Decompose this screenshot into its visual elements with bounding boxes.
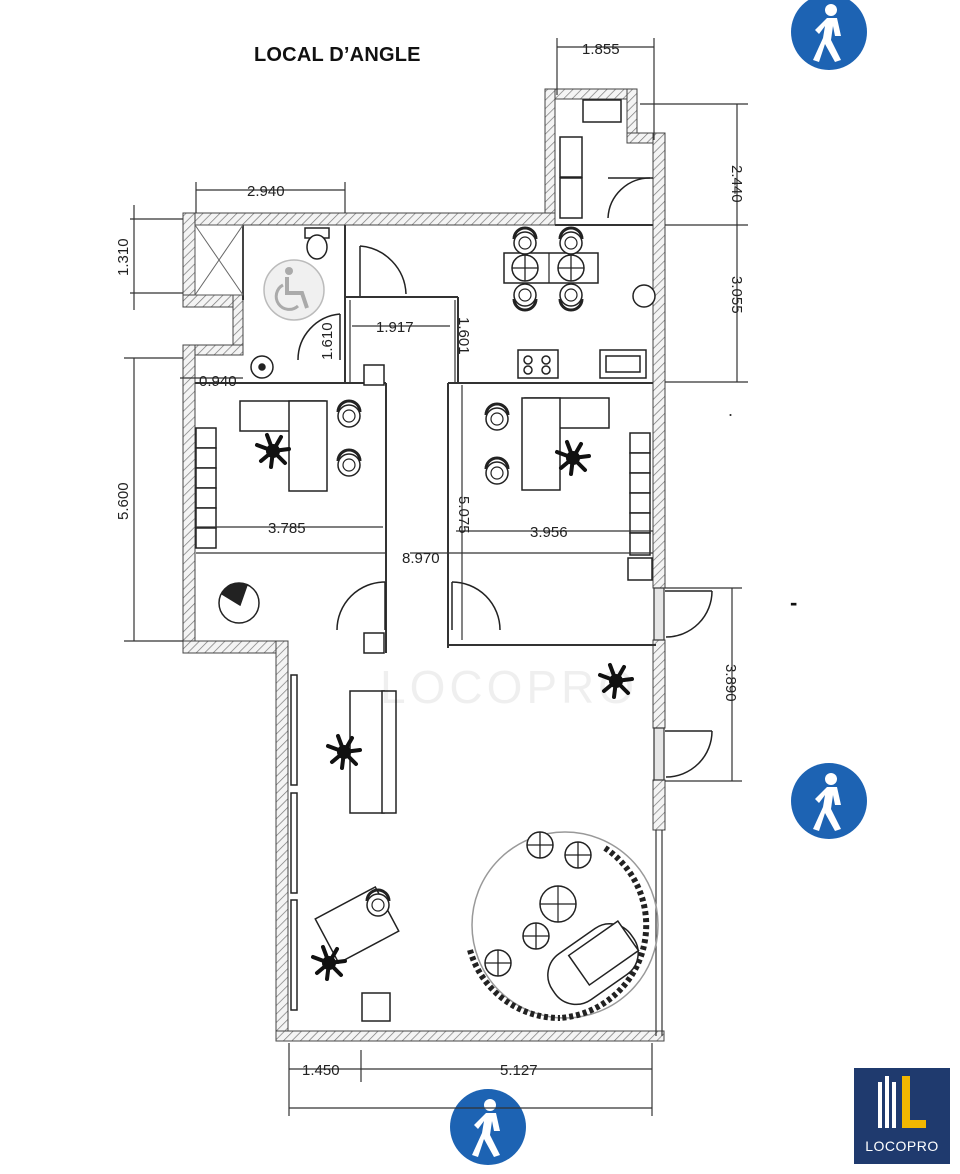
dim-sink-width: 0.940 xyxy=(199,373,237,390)
chair xyxy=(365,888,391,918)
office-right-furniture xyxy=(521,397,653,581)
page-title: LOCAL D’ANGLE xyxy=(254,44,421,66)
locopro-logo: LOCOPRO xyxy=(854,1068,950,1164)
dim-corridor-right: 1.601 xyxy=(455,317,472,355)
columns xyxy=(363,364,385,654)
shower xyxy=(194,224,244,296)
sink xyxy=(250,355,274,379)
dim-office-left-height: 5.600 xyxy=(115,482,132,520)
dimension-lines xyxy=(124,38,748,1116)
shopfront-glazing xyxy=(653,587,665,1036)
chair xyxy=(484,402,510,432)
round-table xyxy=(632,284,656,308)
meeting-table xyxy=(503,226,599,312)
dot-marker: . xyxy=(728,400,734,420)
chair xyxy=(336,399,362,429)
pedestrian-icon xyxy=(791,0,867,70)
toilet xyxy=(304,227,330,260)
dim-corridor-width: 1.917 xyxy=(376,319,414,336)
dim-kitchen-height: 3.055 xyxy=(728,276,745,314)
dash-marker: - xyxy=(790,590,798,615)
plant-icon xyxy=(555,440,591,476)
outer-walls xyxy=(182,88,666,1042)
kitchen-counter xyxy=(517,349,647,379)
dim-annex-height: 2.440 xyxy=(728,165,745,203)
dim-wc-height: 1.310 xyxy=(115,238,132,276)
dim-wc-width: 2.940 xyxy=(247,183,285,200)
doors xyxy=(297,177,713,778)
wheelchair-icon xyxy=(263,259,325,321)
lounge-area xyxy=(467,831,659,1022)
chair xyxy=(484,456,510,486)
pedestrian-icon xyxy=(791,763,867,839)
armchair xyxy=(218,582,260,624)
office-left-furniture xyxy=(195,400,328,549)
dim-office-left-width: 3.785 xyxy=(268,520,306,537)
watermark: LOCOPRO xyxy=(380,661,639,713)
dim-overall-width: 8.970 xyxy=(402,550,440,567)
storage-cabinets xyxy=(559,99,622,219)
dim-bottom-right: 5.127 xyxy=(500,1062,538,1079)
chair xyxy=(336,448,362,478)
shop-furniture xyxy=(290,674,400,1022)
dim-bottom-left: 1.450 xyxy=(302,1062,340,1079)
dim-office-right-width: 3.956 xyxy=(530,524,568,541)
pedestrian-icon xyxy=(450,1089,526,1165)
dim-annex-width: 1.855 xyxy=(582,41,620,58)
dim-office-right-height: 5.075 xyxy=(455,496,472,534)
dim-shop-door-span: 3.890 xyxy=(722,664,739,702)
logo-text: LOCOPRO xyxy=(865,1138,939,1154)
dim-corridor-left: 1.610 xyxy=(319,322,336,360)
plant-icon xyxy=(255,433,291,469)
